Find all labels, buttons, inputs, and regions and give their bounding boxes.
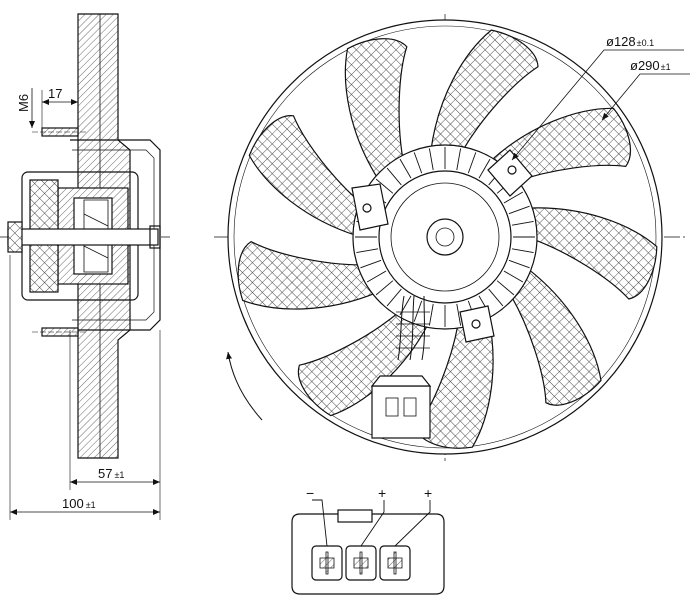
wiring-harness bbox=[396, 295, 430, 361]
hub-rib bbox=[360, 259, 382, 269]
hub-rib bbox=[428, 148, 434, 171]
fan-blade bbox=[430, 29, 539, 152]
hub-rib bbox=[456, 148, 462, 171]
leader-fan-diameter bbox=[601, 73, 690, 121]
fan-blade bbox=[237, 240, 378, 310]
dim-fan-diameter-tol: ±1 bbox=[661, 62, 671, 72]
dim-hub-diameter-tol: ±0.1 bbox=[637, 38, 654, 48]
pin-polarity-1: − bbox=[306, 485, 314, 501]
fan-blade bbox=[527, 207, 658, 300]
dim-fan-diameter-value: ø290 bbox=[630, 58, 660, 73]
hub-rib bbox=[399, 158, 412, 179]
shaft-end bbox=[149, 225, 161, 249]
fan-blade bbox=[510, 267, 602, 406]
connector-terminal-2 bbox=[353, 551, 369, 575]
connector-terminal-3 bbox=[387, 551, 403, 575]
dim-depth-main-label: 57±1 bbox=[98, 466, 124, 481]
hub-bore bbox=[435, 227, 455, 247]
connector-pinout bbox=[291, 499, 445, 595]
pin-lead-1 bbox=[312, 499, 328, 547]
mounting-lug-left bbox=[351, 183, 389, 231]
hub-rib bbox=[456, 303, 462, 326]
side-view bbox=[0, 13, 170, 520]
hub-rib bbox=[366, 270, 387, 283]
fan-blade bbox=[415, 313, 494, 449]
fan-blade bbox=[344, 38, 408, 181]
rotation-arrow bbox=[226, 351, 263, 421]
leader-hub-diameter bbox=[511, 49, 684, 161]
dim-hub-diameter-value: ø128 bbox=[606, 34, 636, 49]
hub-rib bbox=[511, 220, 534, 226]
mounting-lug-top-right bbox=[487, 149, 533, 197]
hub-rib bbox=[503, 191, 524, 204]
hub-rib bbox=[375, 280, 394, 296]
hub-rib bbox=[428, 303, 434, 326]
fan-blades bbox=[237, 29, 658, 449]
dim-fan-diameter-label: ø290±1 bbox=[630, 58, 671, 73]
hub-rib bbox=[478, 158, 491, 179]
hub-rib bbox=[413, 300, 423, 322]
pin-polarity-3: + bbox=[424, 485, 432, 501]
hub-rib bbox=[511, 248, 534, 254]
fan-blade bbox=[489, 107, 632, 183]
hub-rib bbox=[386, 288, 402, 307]
dim-depth-main-tol: ±1 bbox=[114, 470, 124, 480]
pin-lead-3 bbox=[394, 500, 431, 547]
hub-rib bbox=[413, 152, 423, 174]
dim-depth-total-label: 100±1 bbox=[62, 496, 96, 511]
hub-rib bbox=[467, 152, 477, 174]
connector-terminal-1 bbox=[319, 551, 335, 575]
hub-rib bbox=[386, 167, 402, 186]
hub-rib bbox=[375, 178, 394, 194]
dim-depth-main-value: 57 bbox=[98, 466, 112, 481]
hub-rib bbox=[488, 288, 504, 307]
hub-rib bbox=[508, 205, 530, 215]
fan-blade bbox=[248, 115, 364, 237]
motor-shaft bbox=[7, 228, 159, 246]
hub-rib bbox=[496, 280, 515, 296]
dim-depth-total-tol: ±1 bbox=[86, 500, 96, 510]
hub-rib bbox=[503, 270, 524, 283]
fan-swept-circle bbox=[233, 25, 657, 449]
front-view bbox=[214, 14, 690, 462]
dim-thread-label: M6 bbox=[16, 94, 31, 112]
hub-rib bbox=[356, 248, 379, 254]
pin-polarity-2: + bbox=[378, 485, 386, 501]
mounting-lug-bottom-right bbox=[459, 305, 495, 343]
connector-latch bbox=[337, 509, 373, 523]
dim-hub-diameter-label: ø128±0.1 bbox=[606, 34, 654, 49]
shaft-nut bbox=[7, 221, 23, 253]
dim-depth-total-value: 100 bbox=[62, 496, 84, 511]
dim-offset-label: 17 bbox=[48, 86, 62, 101]
pin-lead-2 bbox=[360, 500, 385, 547]
harness-connector bbox=[370, 375, 432, 439]
motor-winding bbox=[83, 199, 109, 273]
hub-rib bbox=[508, 259, 530, 269]
